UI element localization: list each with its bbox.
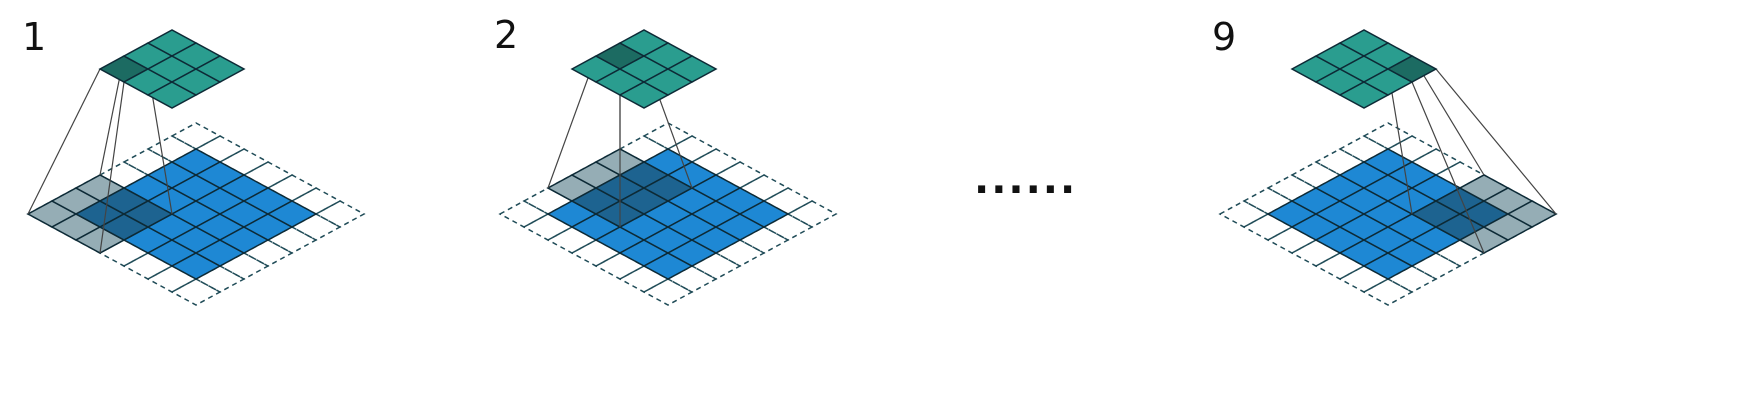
padding-cell: [786, 200, 838, 228]
padding-cell: [642, 278, 694, 306]
panel-9: [1218, 29, 1558, 306]
ellipsis: ......: [974, 157, 1078, 203]
projection-line: [1435, 68, 1557, 215]
padding-cell: [170, 278, 222, 306]
output-cell: [666, 55, 718, 83]
panel-2: [498, 29, 838, 306]
padding-cell: [1218, 200, 1270, 228]
panel-label-1: 1: [22, 15, 47, 59]
padding-cell: [314, 200, 366, 228]
panel-label-9: 9: [1212, 15, 1237, 59]
input-cell: [738, 200, 790, 228]
output-cell-highlight: [1386, 55, 1438, 83]
output-cell: [194, 55, 246, 83]
panel-1: [26, 29, 366, 306]
projection-line: [99, 81, 125, 254]
input-cell: [266, 200, 318, 228]
padding-cell: [1362, 122, 1414, 150]
panel-label-2: 2: [494, 13, 519, 57]
projection-line: [1411, 81, 1485, 254]
projection-line: [27, 68, 101, 215]
padding-cell: [170, 122, 222, 150]
padding-cell: [642, 122, 694, 150]
padding-cell: [498, 200, 550, 228]
padding-cell: [1362, 278, 1414, 306]
